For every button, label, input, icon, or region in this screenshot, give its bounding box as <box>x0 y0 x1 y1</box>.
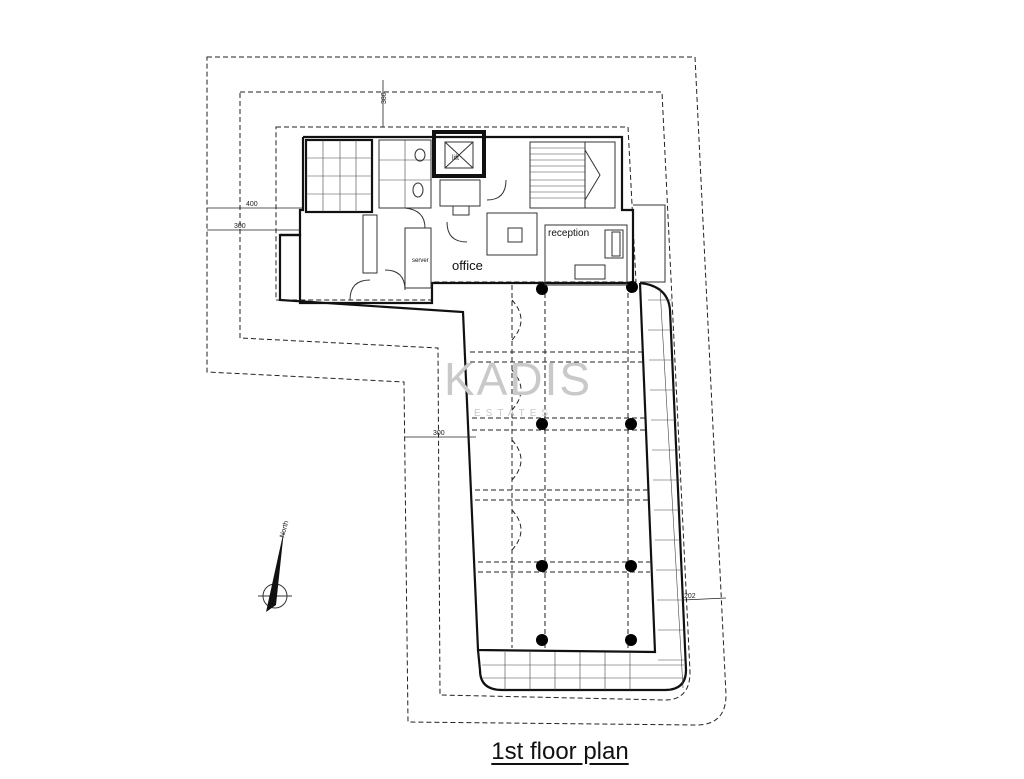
tiled-room <box>304 138 374 214</box>
dim-380: 380 <box>381 92 388 104</box>
dimension-lines <box>207 80 727 601</box>
building-walls <box>278 135 657 654</box>
staircase <box>529 141 616 209</box>
terrace-grid-south <box>482 652 684 690</box>
room-label-server: server <box>412 258 429 264</box>
building-envelope <box>275 126 637 301</box>
room-label-office: office <box>452 258 483 273</box>
wc-block <box>378 139 432 289</box>
plan-title: 1st floor plan <box>491 738 629 765</box>
plot-boundary-outer <box>206 56 727 726</box>
terrace-outline <box>476 281 688 692</box>
north-label: North <box>279 520 290 538</box>
room-label-reception: reception <box>548 228 589 239</box>
terrace-grid-east <box>648 287 685 689</box>
setback-line <box>239 91 691 701</box>
north-wall <box>280 137 305 237</box>
east-wing <box>633 204 666 283</box>
lift-shaft: lift <box>432 130 507 243</box>
columns <box>536 281 638 646</box>
north-arrow-icon: North <box>258 520 292 612</box>
watermark-brand: KADIS <box>444 353 592 405</box>
dim-400: 400 <box>246 201 258 208</box>
structural-grid <box>470 285 650 648</box>
watermark-sub: ESTATES <box>474 408 553 419</box>
dim-300-top: 300 <box>234 223 246 230</box>
doors-west <box>349 214 406 301</box>
dim-202: 202 <box>684 593 696 600</box>
dim-300-mid: 300 <box>433 430 445 437</box>
reception-furniture <box>486 212 628 286</box>
lift-label: lift <box>452 155 459 162</box>
